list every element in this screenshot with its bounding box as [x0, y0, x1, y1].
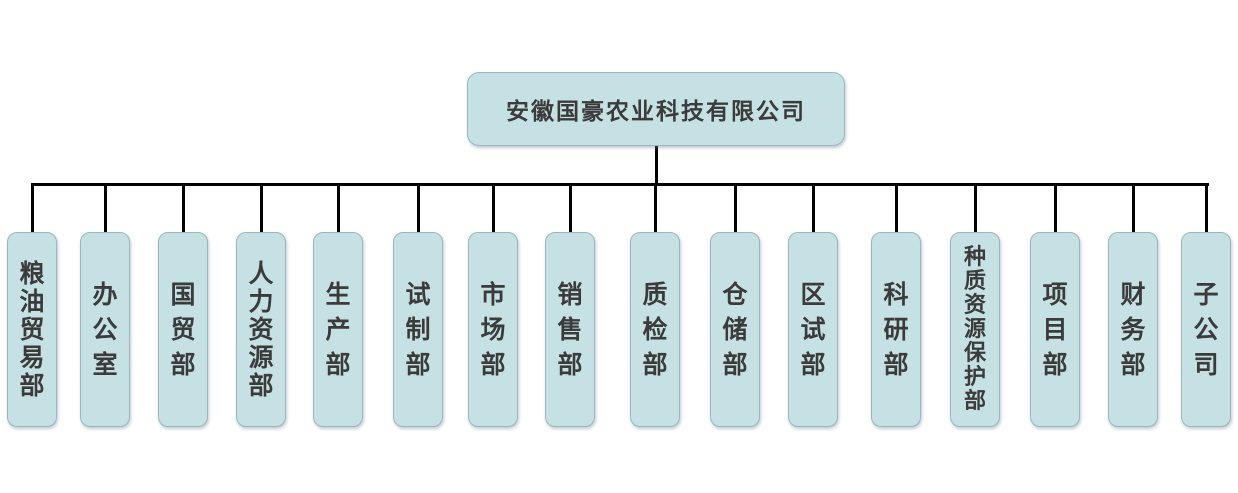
dept-node-label-char: 部 — [19, 371, 45, 400]
org-root-label: 安徽国豪农业科技有限公司 — [506, 99, 806, 125]
connector-drop-1 — [30, 183, 34, 232]
dept-node-label-char: 子 — [1193, 280, 1219, 309]
dept-node-4: 人力资源部 — [236, 232, 286, 427]
connector-drop-4 — [259, 183, 263, 232]
dept-node-label-char: 科 — [883, 280, 909, 309]
dept-node-label-char: 力 — [248, 287, 274, 316]
connector-drop-10 — [733, 183, 737, 232]
connector-rail — [31, 183, 1209, 186]
dept-node-label-char: 部 — [1042, 350, 1068, 379]
dept-node-label-char: 公 — [92, 315, 118, 344]
dept-node-label-char: 仓 — [722, 280, 748, 309]
dept-node-label-char: 部 — [883, 350, 909, 379]
dept-node-label-char: 办 — [92, 280, 118, 309]
dept-node-label-char: 场 — [480, 315, 506, 344]
dept-node-label-char: 售 — [557, 315, 583, 344]
dept-node-label-char: 财 — [1120, 280, 1146, 309]
dept-node-label-char: 室 — [92, 350, 118, 379]
dept-node-5: 生产部 — [313, 232, 363, 427]
dept-node-label-char: 易 — [19, 343, 45, 372]
dept-node-label-char: 检 — [642, 315, 668, 344]
dept-node-label-char: 目 — [1042, 315, 1068, 344]
dept-node-11: 区试部 — [788, 232, 838, 427]
dept-node-10: 仓储部 — [710, 232, 760, 427]
dept-node-label-char: 务 — [1120, 315, 1146, 344]
dept-node-label-char: 油 — [19, 287, 45, 316]
dept-node-label-char: 部 — [405, 350, 431, 379]
connector-drop-11 — [811, 183, 815, 232]
dept-node-label-char: 国 — [170, 280, 196, 309]
dept-node-label-char: 试 — [800, 315, 826, 344]
dept-node-label-char: 部 — [248, 371, 274, 400]
dept-node-label-char: 源 — [963, 316, 986, 342]
dept-node-label-char: 区 — [800, 280, 826, 309]
dept-node-label-char: 保 — [963, 340, 986, 366]
dept-node-13: 种质资源保护部 — [950, 232, 1000, 427]
dept-node-label-char: 销 — [557, 280, 583, 309]
dept-node-label-char: 产 — [325, 315, 351, 344]
dept-node-8: 销售部 — [545, 232, 595, 427]
dept-node-label-char: 公 — [1193, 315, 1219, 344]
connector-drop-5 — [336, 183, 340, 232]
dept-node-label-char: 部 — [480, 350, 506, 379]
dept-node-label-char: 部 — [963, 388, 986, 414]
dept-node-label-char: 生 — [325, 280, 351, 309]
dept-node-label-char: 部 — [642, 350, 668, 379]
dept-node-label-char: 制 — [405, 315, 431, 344]
dept-node-label-char: 质 — [642, 280, 668, 309]
connector-drop-3 — [181, 183, 185, 232]
org-root-node: 安徽国豪农业科技有限公司 — [467, 72, 845, 146]
connector-drop-12 — [894, 183, 898, 232]
dept-node-label-char: 人 — [248, 259, 274, 288]
connector-drop-14 — [1053, 183, 1057, 232]
dept-node-15: 财务部 — [1108, 232, 1158, 427]
dept-node-label-char: 部 — [1120, 350, 1146, 379]
dept-node-9: 质检部 — [630, 232, 680, 427]
dept-node-label-char: 部 — [800, 350, 826, 379]
dept-node-label-char: 资 — [963, 292, 986, 318]
dept-node-label-char: 部 — [325, 350, 351, 379]
connector-drop-15 — [1131, 183, 1135, 232]
dept-node-label-char: 贸 — [170, 315, 196, 344]
dept-node-label-char: 储 — [722, 315, 748, 344]
dept-node-label-char: 种 — [963, 244, 986, 270]
dept-node-label-char: 项 — [1042, 280, 1068, 309]
dept-node-2: 办公室 — [80, 232, 130, 427]
dept-node-7: 市场部 — [468, 232, 518, 427]
connector-drop-13 — [973, 183, 977, 232]
dept-node-label-char: 研 — [883, 315, 909, 344]
dept-node-label-char: 源 — [248, 343, 274, 372]
dept-node-16: 子公司 — [1181, 232, 1231, 427]
connector-drop-16 — [1204, 183, 1208, 232]
connector-drop-8 — [568, 183, 572, 232]
dept-node-label-char: 市 — [480, 280, 506, 309]
dept-node-label-char: 质 — [963, 268, 986, 294]
dept-node-12: 科研部 — [871, 232, 921, 427]
connector-drop-7 — [491, 183, 495, 232]
dept-node-label-char: 试 — [405, 280, 431, 309]
connector-drop-2 — [103, 183, 107, 232]
dept-node-label-char: 贸 — [19, 315, 45, 344]
dept-node-label-char: 司 — [1193, 350, 1219, 379]
connector-trunk — [655, 146, 658, 186]
dept-node-14: 项目部 — [1030, 232, 1080, 427]
dept-node-1: 粮油贸易部 — [7, 232, 57, 427]
dept-node-label-char: 部 — [170, 350, 196, 379]
dept-node-label-char: 部 — [557, 350, 583, 379]
dept-node-label-char: 粮 — [19, 259, 45, 288]
connector-drop-9 — [653, 183, 657, 232]
dept-node-6: 试制部 — [393, 232, 443, 427]
connector-drop-6 — [416, 183, 420, 232]
dept-node-3: 国贸部 — [158, 232, 208, 427]
dept-node-label-char: 部 — [722, 350, 748, 379]
dept-node-label-char: 资 — [248, 315, 274, 344]
dept-node-label-char: 护 — [963, 364, 986, 390]
